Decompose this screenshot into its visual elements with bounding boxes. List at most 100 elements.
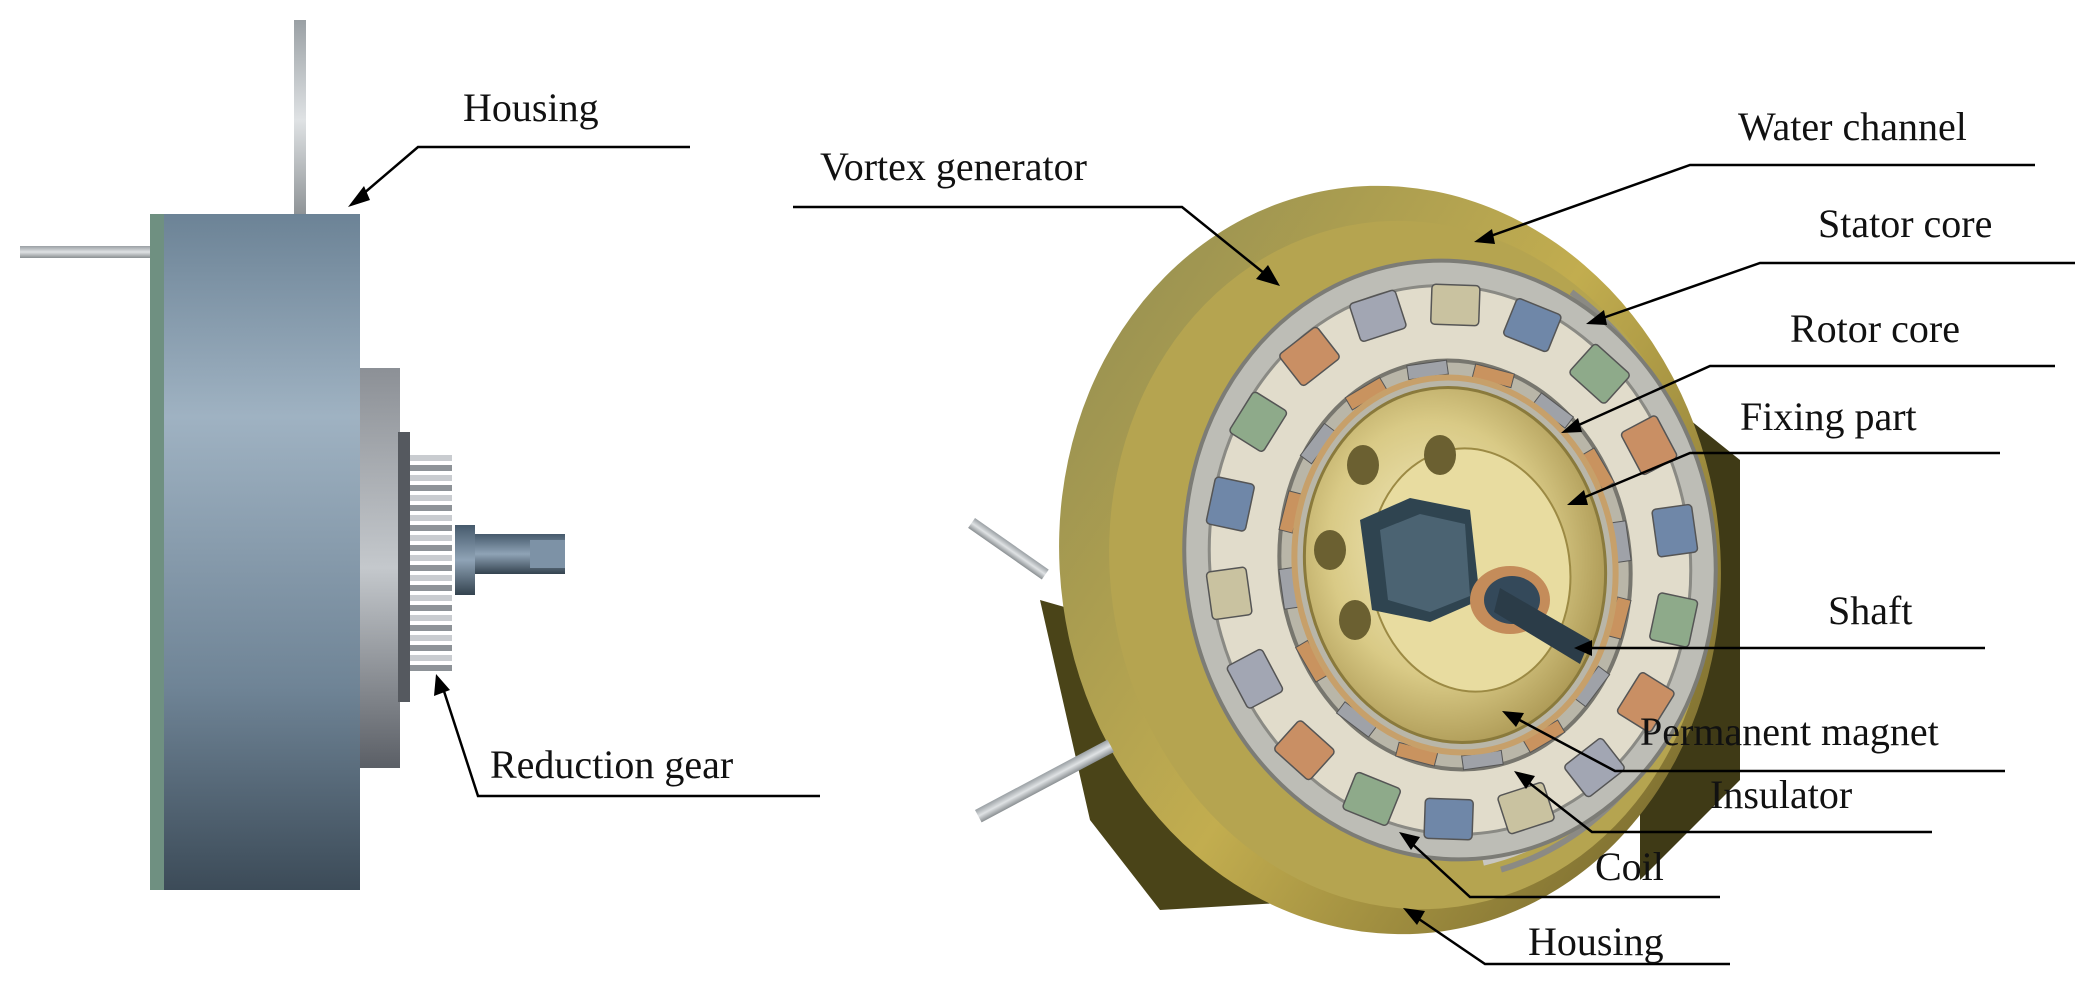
arrow-permanent-magnet <box>1502 711 1524 727</box>
leader-reduction-gear <box>439 681 820 798</box>
gear-tooth <box>410 575 452 581</box>
right-isometric-view <box>968 185 1740 935</box>
coil <box>1651 503 1699 558</box>
magnet-segments <box>1278 359 1632 771</box>
gear-tooth <box>410 615 452 621</box>
coil <box>1616 672 1675 733</box>
label-shaft: Shaft <box>1828 588 1912 633</box>
leader-stator-core <box>1596 261 2075 322</box>
left-housing-body <box>150 214 360 890</box>
coil-ring <box>1205 283 1699 841</box>
gear-tooth <box>410 605 452 611</box>
left-shaft-tip <box>530 540 565 568</box>
gear-tooth <box>410 655 452 661</box>
coil <box>1274 720 1335 781</box>
label-vortex-generator: Vortex generator <box>820 144 1087 189</box>
arrow-right-housing <box>1403 908 1425 925</box>
gear-tooth <box>410 585 452 591</box>
label-coil: Coil <box>1595 844 1664 889</box>
shaft <box>1494 588 1590 664</box>
label-left-housing: Housing <box>463 85 599 130</box>
label-right-housing: Housing <box>1528 919 1664 964</box>
leader-permanent-magnet <box>1511 714 2005 773</box>
leader-vortex-generator <box>793 205 1271 279</box>
arrow-reduction-gear <box>434 674 450 696</box>
right-upper-pipe <box>968 518 1049 580</box>
gear-tooth <box>410 555 452 561</box>
arrow-coil <box>1399 832 1420 850</box>
gear-tooth <box>410 635 452 641</box>
leader-insulator <box>1522 777 1932 834</box>
insulator-ring <box>1291 374 1619 756</box>
coil <box>1430 283 1481 327</box>
gear-tooth <box>410 495 452 501</box>
label-insulator: Insulator <box>1710 772 1852 817</box>
label-stator-core: Stator core <box>1818 201 1992 246</box>
gear-tooth <box>410 455 452 461</box>
leader-left-housing <box>355 145 690 201</box>
arrow-insulator <box>1514 771 1535 789</box>
left-side-view <box>20 20 565 890</box>
left-horizontal-pipe <box>20 246 152 258</box>
coil <box>1423 797 1474 841</box>
gear-tooth <box>410 505 452 511</box>
left-flange <box>360 368 400 768</box>
label-reduction-gear: Reduction gear <box>490 742 733 787</box>
gear-tooth <box>410 525 452 531</box>
left-vertical-pipe <box>294 20 306 220</box>
reduction-gear-teeth <box>410 455 452 671</box>
leader-right-housing <box>1412 913 1730 966</box>
coil <box>1205 476 1255 532</box>
gear-tooth <box>410 475 452 481</box>
gear-tooth <box>410 515 452 521</box>
rotor-hole <box>1314 530 1346 570</box>
right-lower-pipe <box>975 739 1115 823</box>
gear-tooth <box>410 595 452 601</box>
coil <box>1564 737 1625 798</box>
coil <box>1279 326 1340 387</box>
coil <box>1649 592 1699 648</box>
rotor-hole <box>1424 435 1456 475</box>
shaft-hex-face <box>1380 514 1470 612</box>
arrow-stator-core <box>1586 310 1607 325</box>
coil <box>1349 289 1407 342</box>
gear-tooth <box>410 535 452 541</box>
coil <box>1497 782 1555 835</box>
gear-tooth <box>410 465 452 471</box>
rotor-hole <box>1347 445 1379 485</box>
left-flange-face <box>398 432 410 702</box>
gear-tooth <box>410 665 452 671</box>
arrow-vortex-generator <box>1256 265 1280 286</box>
arrow-rotor-core <box>1561 418 1582 433</box>
coil <box>1503 298 1562 353</box>
arrow-shaft <box>1574 640 1592 656</box>
coil <box>1205 566 1253 621</box>
arrow-left-housing <box>348 186 370 207</box>
leader-water-channel <box>1484 163 2035 240</box>
leader-fixing-part <box>1577 451 2000 502</box>
gear-tooth <box>410 565 452 571</box>
labels: Housing Reduction gear Vortex generator … <box>463 85 1992 964</box>
left-shaft-collar <box>455 525 475 595</box>
label-rotor-core: Rotor core <box>1790 306 1960 351</box>
leader-lines <box>348 145 2075 966</box>
gear-tooth <box>410 545 452 551</box>
gear-tooth <box>410 645 452 651</box>
rotor-hole <box>1339 600 1371 640</box>
coil <box>1229 391 1288 452</box>
label-permanent-magnet: Permanent magnet <box>1640 709 1939 754</box>
arrow-water-channel <box>1474 229 1495 244</box>
label-water-channel: Water channel <box>1738 104 1967 149</box>
coil <box>1226 648 1284 709</box>
coil <box>1569 343 1630 404</box>
arrow-fixing-part <box>1567 490 1588 505</box>
label-fixing-part: Fixing part <box>1740 394 1917 439</box>
leader-coil <box>1407 839 1720 899</box>
left-housing-edge <box>150 214 164 890</box>
leader-rotor-core <box>1571 364 2055 430</box>
gear-tooth <box>410 625 452 631</box>
gear-tooth <box>410 485 452 491</box>
coil <box>1342 771 1401 826</box>
